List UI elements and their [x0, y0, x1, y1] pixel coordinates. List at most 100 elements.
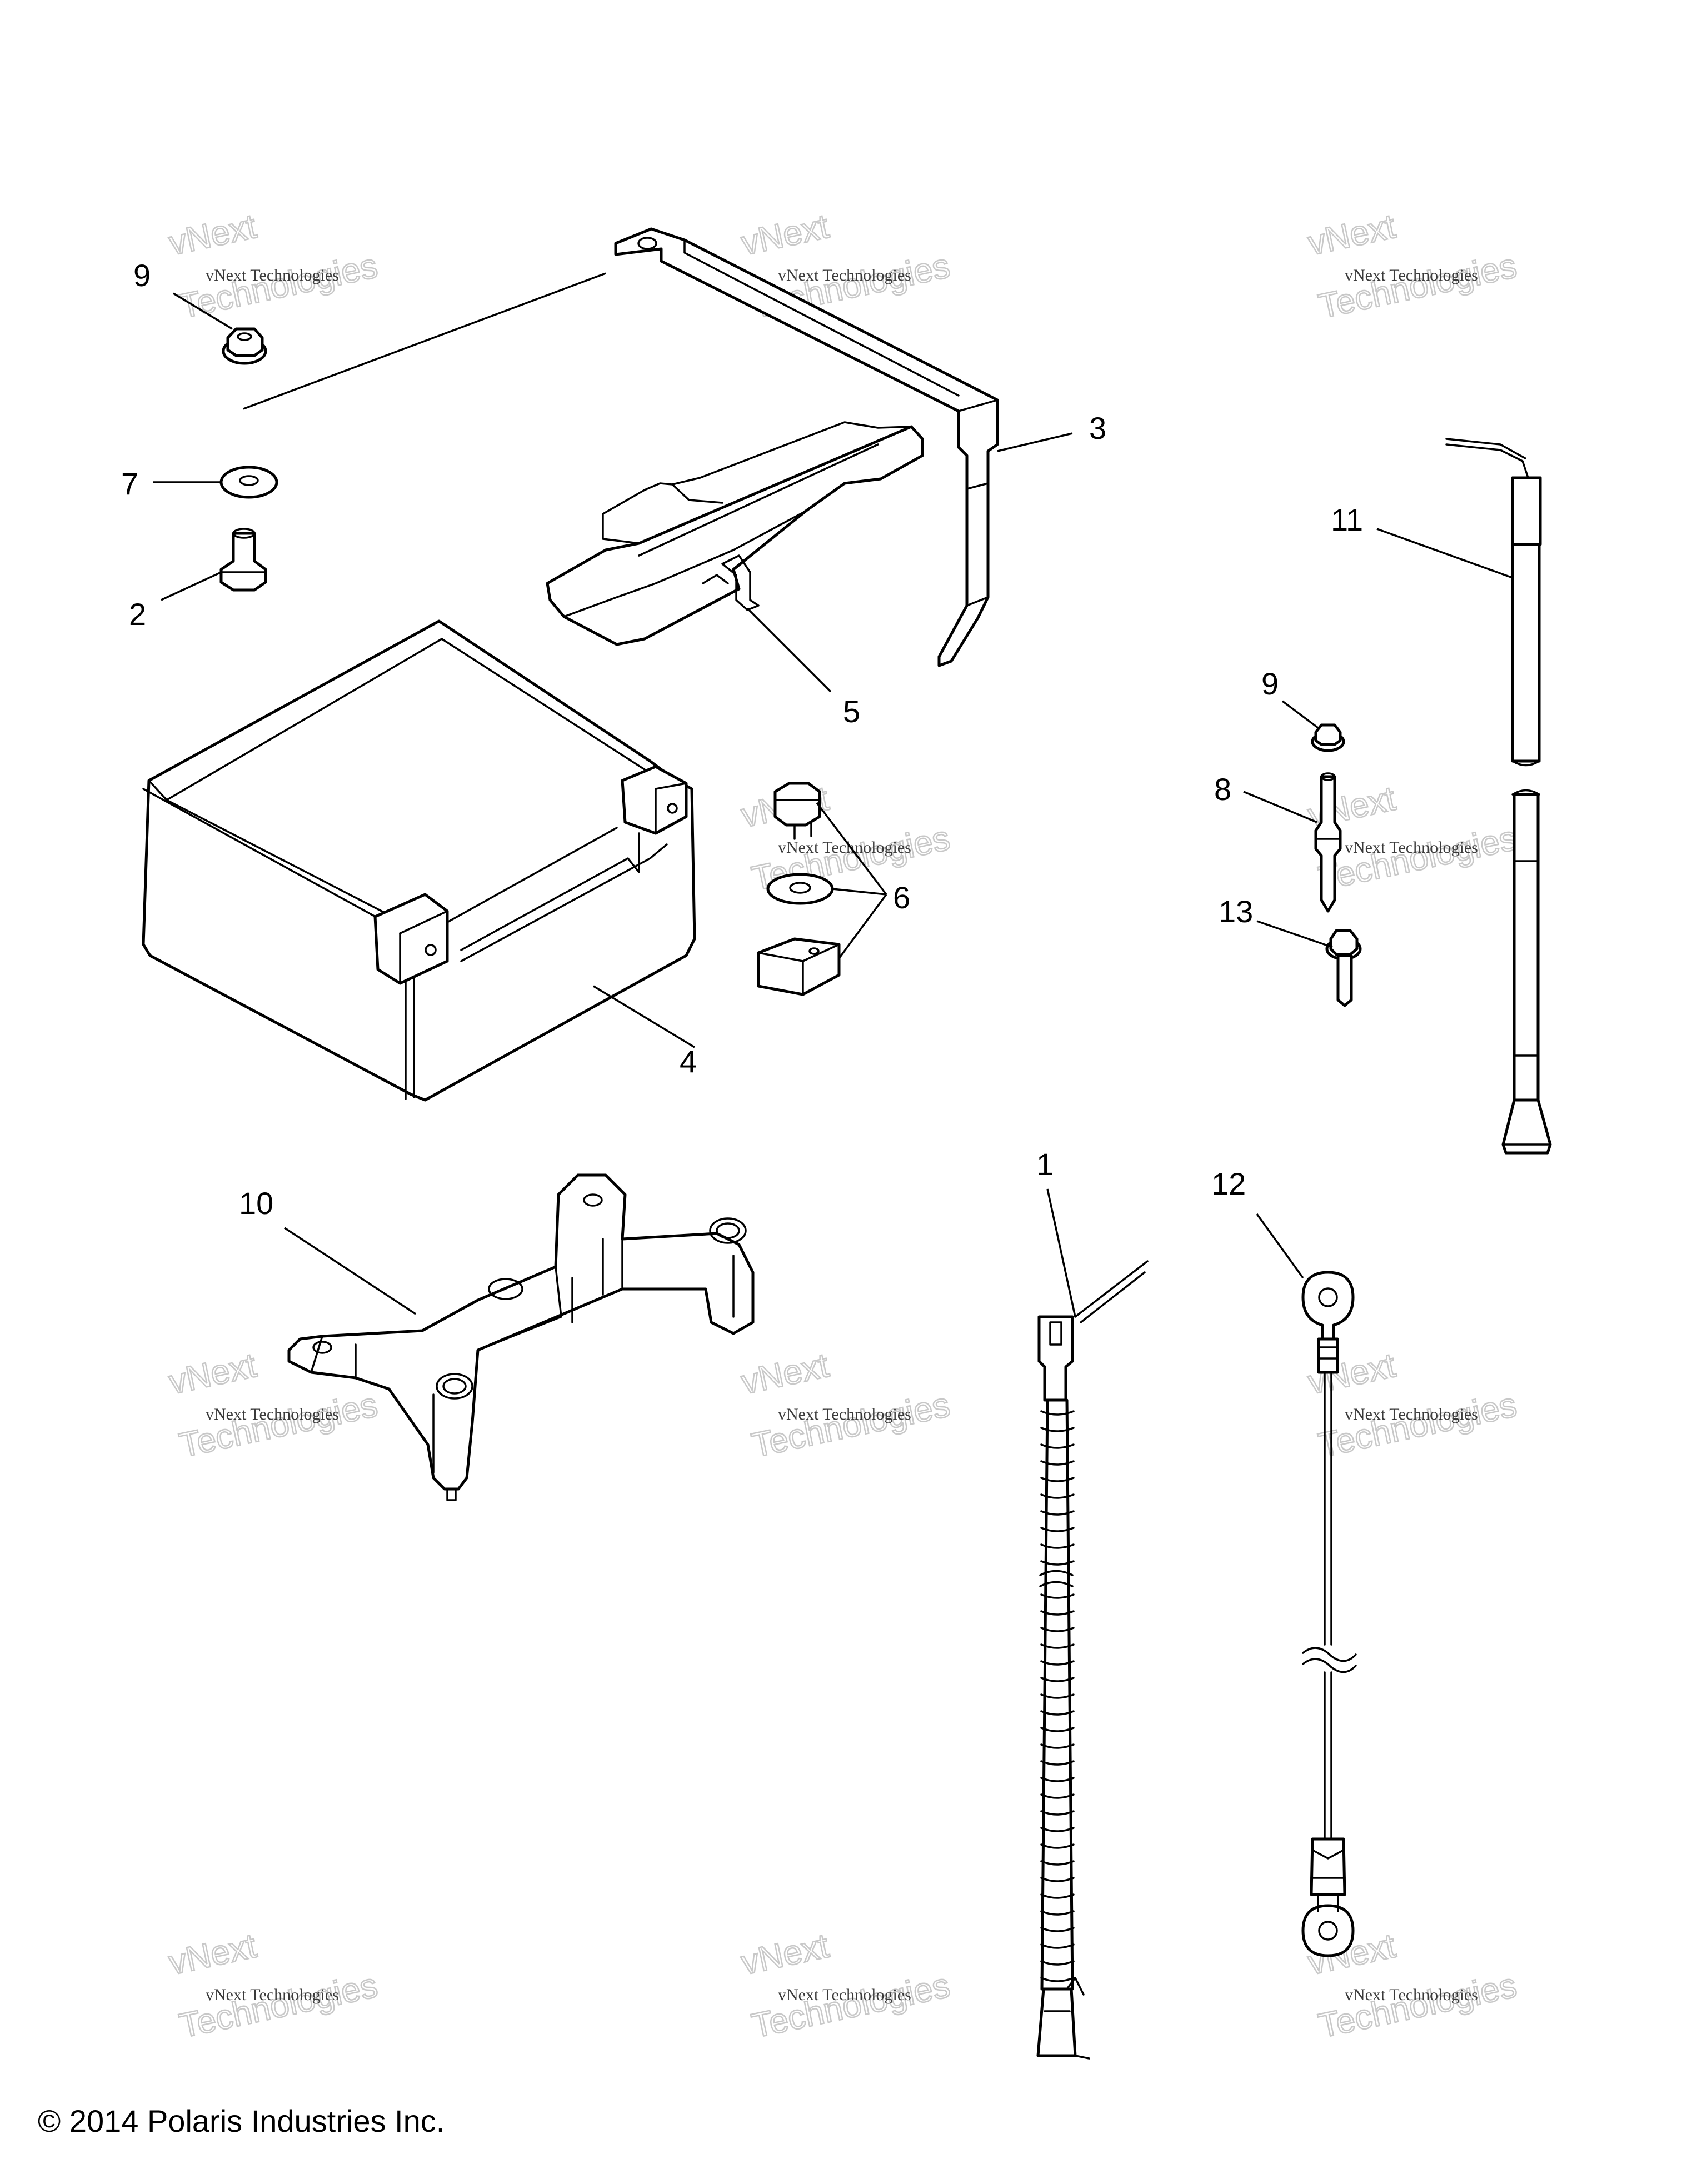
loom-rib [1040, 1877, 1075, 1882]
loom-rib [1040, 1477, 1075, 1482]
part-4-battery [142, 619, 696, 1102]
loom-rib [1040, 1910, 1075, 1916]
part-12-ground-cable [1301, 1271, 1357, 1957]
loom-rib [1040, 1793, 1075, 1799]
watermark-brand: vNext [1305, 207, 1399, 263]
loom-rib [1040, 1893, 1075, 1899]
part-10-battery-bracket [287, 1173, 755, 1501]
watermark-line: vNext Technologies [778, 1986, 911, 2004]
leader-4 [593, 985, 695, 1048]
leader-9-right [1281, 700, 1319, 729]
watermark-big-word: Technologies [1315, 247, 1520, 326]
leader-10 [284, 1227, 416, 1315]
leader-12 [1256, 1213, 1304, 1279]
loom-rib [1040, 1460, 1075, 1466]
callout-6: 6 [893, 880, 910, 915]
watermark-line: vNext Technologies [1345, 838, 1478, 857]
callout-12: 12 [1211, 1166, 1246, 1201]
loom-rib [1040, 1760, 1075, 1766]
callout-9-right: 9 [1261, 666, 1279, 701]
loom-rib [1040, 1610, 1075, 1616]
copyright-notice: © 2014 Polaris Industries Inc. [38, 2103, 445, 2138]
leader-8 [1243, 791, 1317, 823]
watermark-big-word: Technologies [176, 1386, 381, 1465]
convoluted-loom-ribs [1040, 1410, 1075, 1982]
loom-rib [1040, 1827, 1075, 1832]
watermark-big-word: Technologies [748, 1966, 953, 2046]
assembly-reference-line [243, 272, 606, 410]
loom-rib [1040, 1593, 1075, 1599]
loom-rib [1040, 1510, 1075, 1516]
callout-1: 1 [1036, 1147, 1054, 1182]
loom-rib [1040, 1427, 1075, 1432]
loom-rib [1040, 1493, 1075, 1499]
watermark-brand: vNext [166, 1927, 259, 1982]
callout-10: 10 [239, 1186, 273, 1221]
loom-rib [1040, 1643, 1075, 1649]
leader-6c [838, 893, 887, 959]
loom-rib [1040, 1693, 1075, 1699]
watermark-line: vNext Technologies [206, 1405, 339, 1423]
watermark-line: vNext Technologies [1345, 1405, 1478, 1423]
watermark-line: vNext Technologies [778, 266, 911, 284]
watermark-line: vNext Technologies [778, 838, 911, 857]
leader-11 [1376, 528, 1513, 579]
loom-rib [1040, 1777, 1075, 1782]
callout-2: 2 [129, 597, 146, 632]
loom-rib [1040, 1660, 1075, 1666]
leader-5 [746, 607, 832, 693]
loom-rib [1040, 1443, 1075, 1449]
watermark-big-word: Technologies [1315, 819, 1520, 898]
leader-9-left [173, 292, 233, 330]
loom-rib [1040, 1943, 1075, 1949]
loom-rib [1040, 1527, 1075, 1532]
loom-rib [1040, 1410, 1075, 1416]
loom-rib [1040, 1960, 1075, 1966]
leader-6b [832, 888, 887, 896]
watermark-brand: vNext [738, 1927, 832, 1982]
part-2-bolt [219, 528, 267, 592]
leader-1 [1046, 1188, 1076, 1317]
leader-13 [1256, 920, 1333, 948]
watermark-line: vNext Technologies [206, 266, 339, 284]
part-11-vent-tube [1445, 438, 1552, 1155]
watermark-line: vNext Technologies [1345, 266, 1478, 284]
watermark-brand: vNext [738, 1346, 832, 1402]
loom-rib [1040, 1727, 1075, 1732]
leader-2 [161, 571, 222, 601]
part-3-hold-down-bracket [614, 227, 999, 667]
watermark-big-word: Technologies [176, 1966, 381, 2046]
part-6-terminal-hardware [757, 782, 841, 996]
loom-rib [1040, 1927, 1075, 1932]
part-8-stud [1314, 772, 1342, 913]
callout-numbers: 9 7 2 3 5 4 6 11 9 8 13 1 12 10 [121, 258, 1363, 1221]
watermark-line: vNext Technologies [1345, 1986, 1478, 2004]
watermark-brand: vNext [166, 1346, 259, 1402]
callout-5: 5 [843, 694, 860, 729]
part-13-flange-bolt [1325, 929, 1362, 1007]
part-5-battery-pad [546, 421, 924, 646]
watermark-big-word: Technologies [1315, 1966, 1520, 2046]
loom-rib [1040, 1543, 1075, 1549]
loom-rib [1040, 1860, 1075, 1866]
watermark-big-word: Technologies [1315, 1386, 1520, 1465]
part-9-flange-nut-right [1311, 723, 1345, 752]
part-7-washer [219, 466, 278, 499]
loom-rib [1040, 1843, 1075, 1849]
callout-11: 11 [1331, 502, 1363, 537]
leader-lines [153, 292, 1513, 1317]
callout-8: 8 [1214, 772, 1231, 807]
loom-rib [1040, 1710, 1075, 1716]
callout-7: 7 [121, 466, 138, 501]
watermark-big-word: Technologies [748, 1386, 953, 1465]
watermark-brand: vNext [166, 207, 259, 263]
callout-13: 13 [1219, 894, 1253, 929]
watermark-line: vNext Technologies [778, 1405, 911, 1423]
